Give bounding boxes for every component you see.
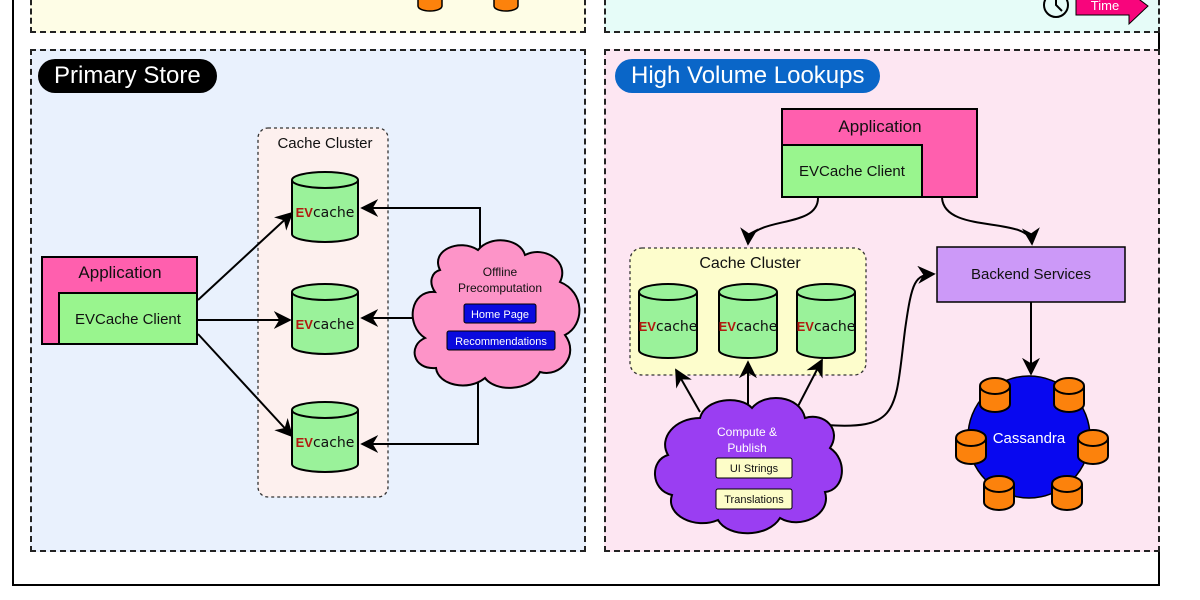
hv-application[interactable]: Application EVCache Client <box>781 108 978 198</box>
hv-cassandra-label: Cassandra <box>993 430 1066 447</box>
ps-evcache-node-1[interactable]: EVcache <box>291 171 359 243</box>
cassandra-node-3[interactable] <box>955 429 987 465</box>
clock-icon <box>1043 0 1069 18</box>
ps-arrow-app-to-node-1 <box>197 211 294 301</box>
evcache-logo: EVcache <box>639 319 698 335</box>
cassandra-node-5[interactable] <box>983 475 1015 511</box>
hv-evcache-node-2[interactable]: EVcache <box>718 283 778 359</box>
ps-tag-home-page-label: Home Page <box>471 309 529 321</box>
ps-evcache-node-2[interactable]: EVcache <box>291 283 359 355</box>
hv-backend-services[interactable]: Backend Services <box>936 246 1126 303</box>
evcache-logo: EVcache <box>296 435 355 451</box>
hv-application-label: Application <box>838 117 921 136</box>
cassandra-node-6[interactable] <box>1051 475 1083 511</box>
hv-evcache-client-label: EVCache Client <box>799 163 906 180</box>
hv-cache-cluster-label: Cache Cluster <box>699 255 801 272</box>
hv-tag-ui-strings-label: UI Strings <box>730 463 779 475</box>
top-partial-node-1 <box>417 0 443 12</box>
evcache-logo: EVcache <box>797 319 856 335</box>
evcache-logo: EVcache <box>719 319 778 335</box>
ps-application-label: Application <box>78 263 161 282</box>
ps-tag-home-page[interactable] <box>463 303 537 324</box>
hv-evcache-node-3[interactable]: EVcache <box>796 283 856 359</box>
time-label: Time <box>1091 0 1119 13</box>
ps-arrow-cloud-to-node-3 <box>360 380 479 453</box>
ps-cloud-title-line2: Precomputation <box>458 281 542 295</box>
ps-tag-recommendations-label: Recommendations <box>455 336 547 348</box>
hv-tag-translations-label: Translations <box>724 494 784 506</box>
hv-arrow-client-to-cluster <box>740 197 819 246</box>
hv-arrow-cloud-to-backend <box>825 265 936 427</box>
cassandra-node-1[interactable] <box>979 377 1011 413</box>
ps-arrow-cloud-to-node-1 <box>360 199 481 250</box>
ps-evcache-client-label: EVCache Client <box>75 311 182 328</box>
hv-compute-publish-cloud[interactable]: Compute & Publish UI Strings Translation… <box>654 397 843 535</box>
ps-offline-precomputation-cloud[interactable]: Offline Precomputation Home Page Recomme… <box>411 239 581 389</box>
ps-cloud-title-line1: Offline <box>483 265 518 279</box>
ps-evcache-client[interactable] <box>58 292 198 345</box>
ps-application[interactable]: Application EVCache Client <box>41 256 198 345</box>
hv-backend-services-label: Backend Services <box>971 266 1091 283</box>
evcache-logo: EVcache <box>296 205 355 221</box>
hv-evcache-node-1[interactable]: EVcache <box>638 283 698 359</box>
cassandra-node-4[interactable] <box>1077 429 1109 465</box>
hv-evcache-client[interactable] <box>781 144 923 198</box>
hv-cloud-title-line1: Compute & <box>717 425 777 439</box>
hv-cloud-title-line2: Publish <box>727 441 766 455</box>
cassandra-node-2[interactable] <box>1053 377 1085 413</box>
hv-arrow-cloud-to-node-1 <box>675 368 701 413</box>
hv-arrow-cloud-to-node-3 <box>794 358 823 413</box>
top-partial-node-2 <box>493 0 519 12</box>
evcache-logo: EVcache <box>296 317 355 333</box>
hv-tag-translations[interactable] <box>715 488 793 510</box>
ps-evcache-node-3[interactable]: EVcache <box>291 401 359 473</box>
primary-store-title: Primary Store <box>38 59 217 93</box>
ps-cache-cluster-label: Cache Cluster <box>277 135 372 152</box>
time-arrow: Time <box>1075 0 1149 26</box>
ps-tag-recommendations[interactable] <box>446 330 556 351</box>
high-volume-lookups-title: High Volume Lookups <box>615 59 881 93</box>
hv-arrow-app-to-backend <box>941 197 1040 246</box>
ps-arrow-app-to-node-3 <box>197 333 294 438</box>
hv-tag-ui-strings[interactable] <box>715 457 793 479</box>
